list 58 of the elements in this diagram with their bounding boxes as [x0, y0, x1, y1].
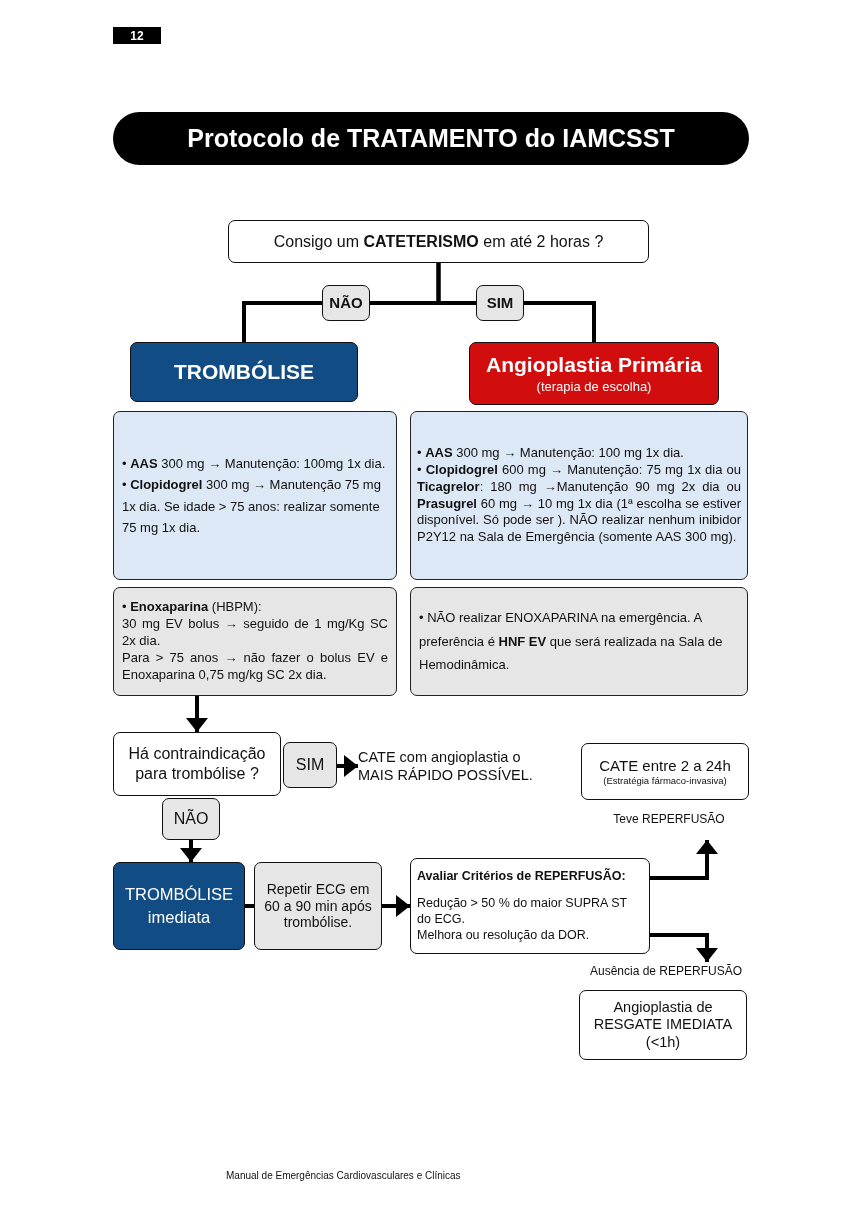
- node-text: • AAS 300 mg → Manutenção: 100mg 1x dia.: [122, 455, 387, 474]
- node-text: Avaliar Critérios de REPERFUSÃO:: [417, 868, 627, 885]
- node-text: NÃO: [329, 293, 363, 313]
- node-subtext: Para > 75 anos → não fazer o bolus EV e Enoxaparina 0,75 mg/kg SC 2x dia.: [122, 649, 388, 684]
- connector-line: [524, 301, 596, 342]
- node-text: Repetir ECG em 60 a 90 min após trombólise.: [263, 880, 373, 932]
- arrow: [337, 755, 358, 777]
- treatment-box: [113, 862, 245, 950]
- drug-box: [113, 587, 397, 696]
- footer-text: Manual de Emergências Cardiovasculares e Clínicas: [226, 1170, 462, 1181]
- process-box: [228, 220, 649, 263]
- connector-line: [242, 301, 322, 342]
- node-subtext: Redução > 50 % do maior SUPRA ST do ECG.: [417, 896, 628, 928]
- node-text: CATE com angioplastia o MAIS RÁPIDO POSSÍVEL.: [358, 747, 534, 785]
- node-text: NÃO: [173, 809, 209, 829]
- node-text: TROMBÓLISE: [174, 358, 314, 385]
- answer-box: [322, 285, 370, 321]
- node-subtext: • Clopidogrel 600 mg → Manutenção: 75 mg 1x dia ou Ticagrelor: 180 mg →Manutenção 90 mg 2x dia ou Prasugrel 60 mg → 10 mg 1x dia (1ª escolha se estiver disponível. Só pode ser ). NÃO realizar nenhum inibidor P2Y12 na Sala de Emergência (somente AAS 300 mg).: [417, 461, 741, 547]
- treatment-box: [469, 342, 719, 405]
- connector-line: [436, 263, 476, 305]
- arrow: [650, 933, 718, 962]
- process-box: [410, 858, 650, 954]
- node-text: Angioplastia de RESGATE IMEDIATA (<1h): [592, 998, 734, 1052]
- node-subtext: Melhora ou resolução da DOR.: [417, 927, 591, 944]
- arrow: [186, 696, 208, 732]
- answer-box: [254, 862, 382, 950]
- answer-box: [162, 798, 220, 840]
- process-box: [581, 743, 749, 800]
- page-number: 12: [113, 27, 161, 44]
- node-subtext: • Clopidogrel 300 mg → Manutenção 75 mg 1x dia. Se idade > 75 anos: realizar somente 75 mg 1x dia.: [122, 476, 382, 537]
- node-text: Angioplastia Primária: [486, 352, 702, 379]
- node-text: • Enoxaparina (HBPM):: [122, 599, 263, 617]
- node-text: • NÃO realizar ENOXAPARINA na emergência. A preferência é HNF EV que será realizada na Sala de Hemodinâmica.: [419, 609, 724, 675]
- answer-box: [476, 285, 524, 321]
- node-subtext: 30 mg EV bolus → seguido de 1 mg/Kg SC 2x dia.: [122, 616, 388, 650]
- node-subtext: (Estratégia fármaco-invasiva): [603, 775, 727, 787]
- node-subtext: (terapia de escolha): [536, 378, 652, 395]
- arrow: [382, 895, 410, 917]
- title-banner: Protocolo de TRATAMENTO do IAMCSST: [113, 112, 749, 165]
- node-text: Consigo um CATETERISMO em até 2 horas ?: [273, 231, 604, 252]
- node-text: CATE entre 2 a 24h: [599, 756, 731, 776]
- process-box: [579, 990, 747, 1060]
- treatment-box: [130, 342, 358, 402]
- arrow: [650, 840, 718, 880]
- drug-box: [410, 587, 748, 696]
- edge-label: Ausência de REPERFUSÃO: [589, 964, 743, 978]
- drug-box: [410, 411, 748, 580]
- process-box: [113, 732, 281, 796]
- answer-box: [283, 742, 337, 788]
- drug-box: [113, 411, 397, 580]
- arrow: [180, 840, 202, 862]
- edge-label: Teve REPERFUSÃO: [613, 812, 725, 826]
- node-text: SIM: [486, 293, 514, 313]
- node-text: • AAS 300 mg → Manutenção: 100 mg 1x dia.: [417, 444, 685, 462]
- node-text: TROMBÓLISE imediata: [123, 883, 235, 928]
- node-text: Há contraindicação para trombólise ?: [127, 744, 267, 784]
- connector-line: [245, 904, 254, 908]
- node-text: SIM: [295, 755, 325, 775]
